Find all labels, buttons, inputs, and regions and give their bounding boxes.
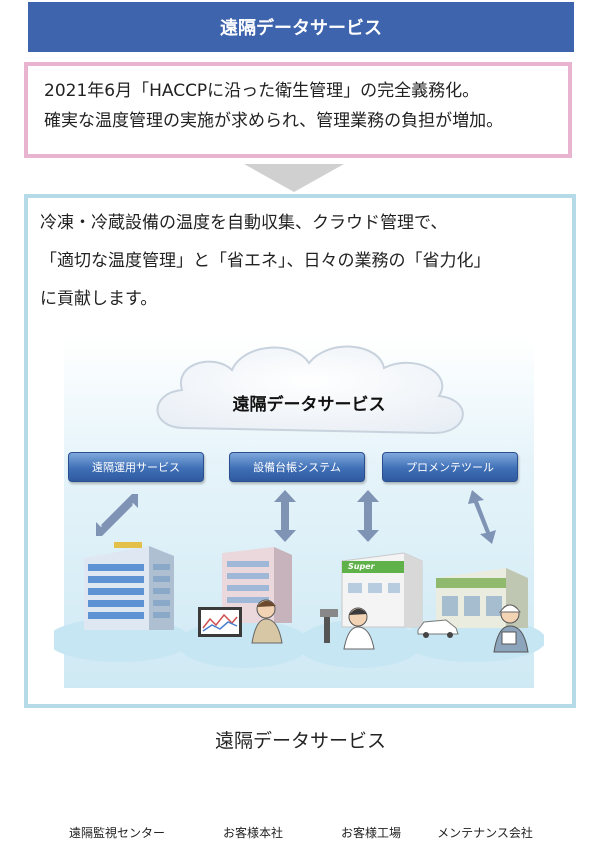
- notice-line-2: 確実な温度管理の実施が求められ、管理業務の負担が増加。: [44, 111, 504, 131]
- arrow-remote-center-icon: [96, 494, 138, 536]
- solution-box: 冷凍・冷蔵設備の温度を自動収集、クラウド管理で、 「適切な温度管理」と「省エネ」…: [24, 194, 576, 840]
- cloud-icon: [156, 345, 464, 435]
- description-line-3: に貢献します。: [40, 289, 158, 309]
- header-title: 遠隔データサービス: [220, 18, 382, 39]
- service-diagram: 遠隔データサービス 遠隔運用サービス 設備台帳システム プロメンテツール: [54, 338, 544, 840]
- service-equipment-ledger: 設備台帳システム: [229, 452, 365, 482]
- site-label-maintenance-company: メンテナンス会社: [437, 826, 533, 840]
- service-promaintenance-tool: プロメンテツール: [382, 452, 518, 482]
- site-label-headquarters: お客様本社: [222, 826, 283, 840]
- notice-box: 2021年6月「HACCPに沿った衛生管理」の完全義務化。 確実な温度管理の実施…: [24, 62, 572, 158]
- headquarters-building-icon: [198, 547, 292, 644]
- arrow-maintenance-icon: [468, 490, 496, 544]
- service-promaintenance-tool-label: プロメンテツール: [406, 461, 494, 474]
- description-line-1: 冷凍・冷蔵設備の温度を自動収集、クラウド管理で、: [40, 213, 448, 233]
- service-remote-operation-label: 遠隔運用サービス: [92, 461, 180, 474]
- header-title-bar: 遠隔データサービス: [28, 2, 574, 52]
- arrow-headquarters-icon: [274, 490, 296, 542]
- monitoring-center-building-icon: [84, 542, 174, 630]
- cloud-label: 遠隔データサービス: [232, 395, 386, 415]
- site-label-factory: お客様工場: [340, 826, 401, 840]
- notice-line-1: 2021年6月「HACCPに沿った衛生管理」の完全義務化。: [44, 81, 480, 101]
- service-equipment-ledger-label: 設備台帳システム: [253, 461, 341, 474]
- down-arrow-icon: [244, 164, 344, 192]
- description: 冷凍・冷蔵設備の温度を自動収集、クラウド管理で、 「適切な温度管理」と「省エネ」…: [40, 204, 491, 318]
- store-sign: Super: [348, 562, 375, 571]
- figure-caption: 遠隔データサービス: [214, 730, 386, 752]
- maintenance-company-building-icon: [417, 568, 529, 653]
- description-line-2: 「適切な温度管理」と「省エネ」、日々の業務の「省力化」: [40, 251, 491, 271]
- service-remote-operation: 遠隔運用サービス: [68, 452, 204, 482]
- arrow-factory-icon: [357, 490, 379, 542]
- factory-building-icon: [320, 552, 423, 650]
- site-label-monitoring-center: 遠隔監視センター: [68, 826, 165, 840]
